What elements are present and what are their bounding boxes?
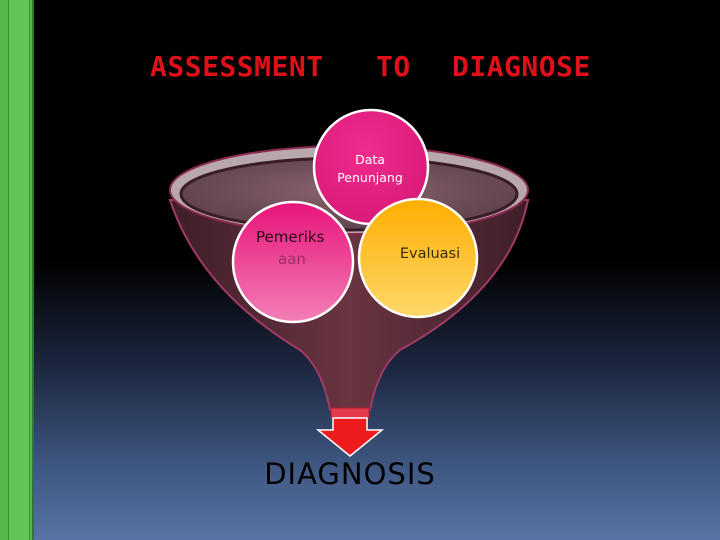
label-pemeriksaan-line1: Pemeriks [256, 228, 325, 246]
diagnosis-label: DIAGNOSIS [264, 457, 436, 491]
down-arrow-icon [315, 417, 385, 457]
circle-evaluasi [357, 197, 479, 319]
circle-pemeriksaan [231, 200, 355, 324]
title-word-diagnose: DIAGNOSE [452, 50, 591, 83]
side-accent-bar [0, 0, 34, 540]
side-accent-stripe [8, 0, 30, 540]
label-pemeriksaan-line2: aan [278, 250, 306, 268]
label-evaluasi: Evaluasi [399, 246, 461, 262]
label-data-penunjang: Data Penunjang [320, 151, 420, 187]
title-word-assessment: ASSESSMENT [150, 50, 324, 83]
label-data-line1: Data [355, 152, 385, 167]
funnel-spout [330, 407, 370, 419]
slide-title: ASSESSMENT TO DIAGNOSE [150, 50, 610, 86]
label-data-line2: Penunjang [337, 170, 403, 185]
title-word-to: TO [376, 50, 411, 83]
